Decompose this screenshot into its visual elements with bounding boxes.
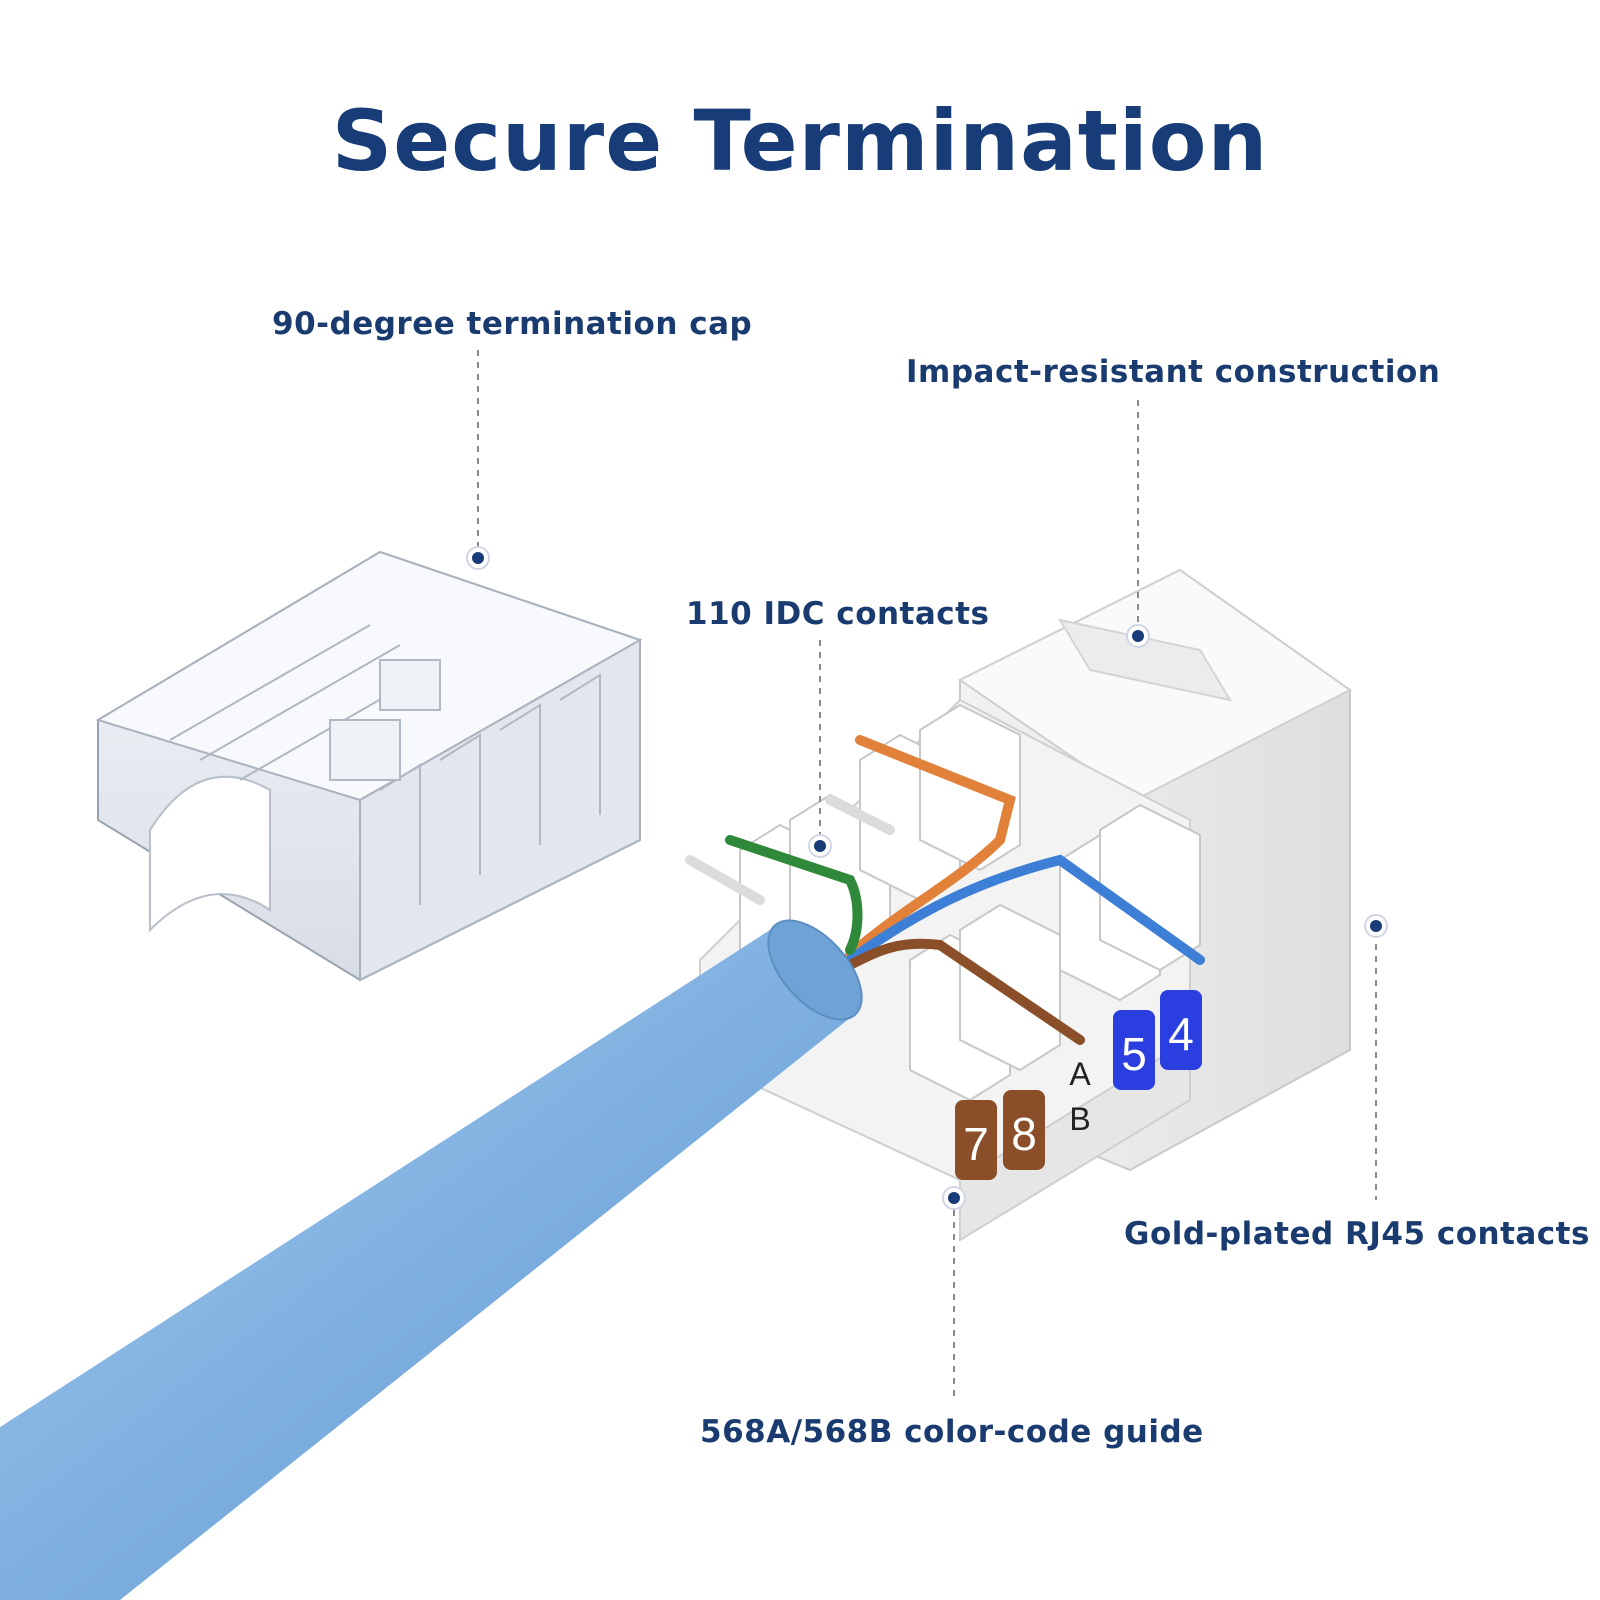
marker-rj45	[1364, 914, 1388, 938]
callout-rj45-contacts: Gold-plated RJ45 contacts	[1124, 1216, 1590, 1252]
marker-idc	[808, 834, 832, 858]
pin-4-label: 4	[1168, 1008, 1194, 1060]
marker-cap	[466, 546, 490, 570]
standard-a-label: A	[1069, 1056, 1091, 1092]
callout-idc-contacts: 110 IDC contacts	[686, 596, 990, 632]
marker-guide	[942, 1186, 966, 1210]
marker-construction	[1126, 624, 1150, 648]
callout-markers	[466, 546, 1388, 1210]
color-code-guide: 7 8 5 4 A B	[955, 990, 1202, 1180]
termination-cap	[95, 550, 643, 982]
ethernet-cable	[0, 919, 863, 1600]
pin-8-label: 8	[1011, 1108, 1037, 1160]
page-title: Secure Termination	[331, 92, 1269, 190]
pin-5-label: 5	[1121, 1028, 1147, 1080]
wire-pairs	[685, 735, 1205, 1045]
callout-impact-resistant: Impact-resistant construction	[906, 354, 1441, 390]
standard-b-label: B	[1069, 1101, 1090, 1137]
pin-7-label: 7	[963, 1118, 989, 1170]
callout-leaders	[477, 350, 1377, 1396]
callout-color-code-guide: 568A/568B color-code guide	[700, 1414, 1204, 1450]
callout-termination-cap: 90-degree termination cap	[272, 306, 753, 342]
